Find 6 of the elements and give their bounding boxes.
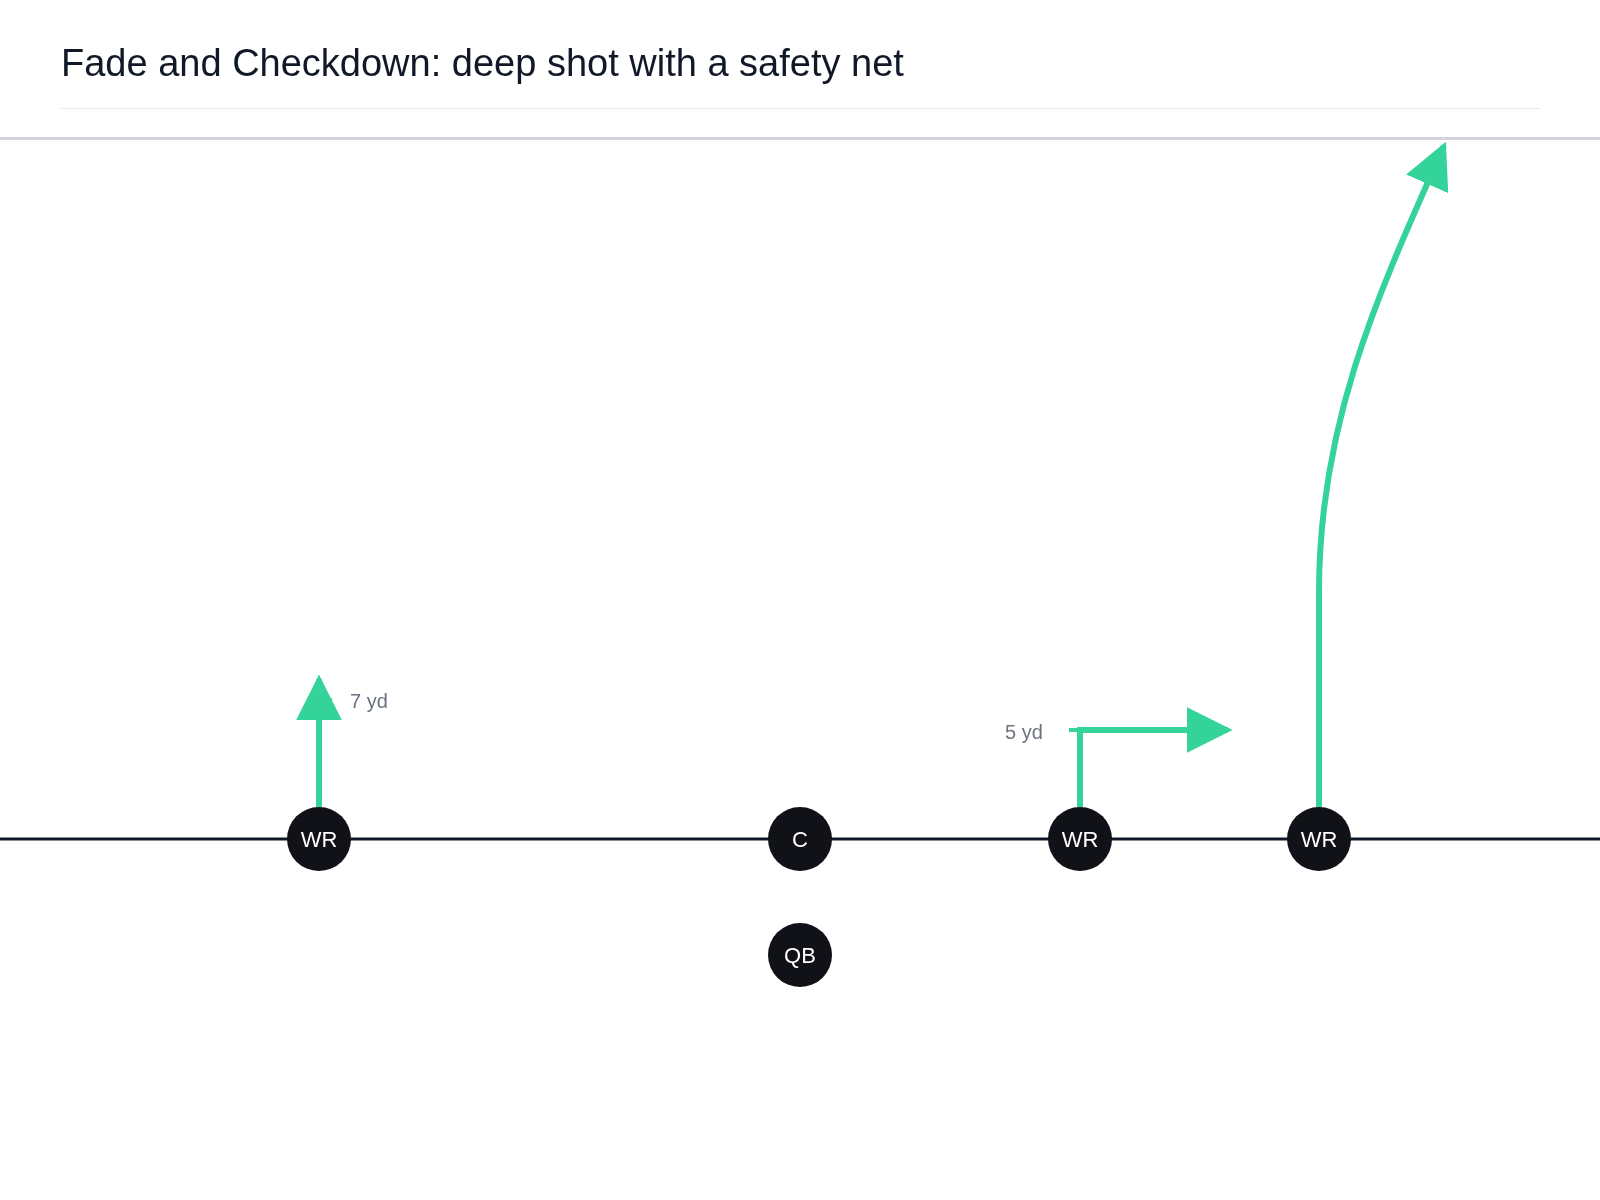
route-arrow bbox=[1077, 707, 1233, 807]
yardage-label: 5 yd bbox=[1005, 720, 1043, 745]
route-arrow bbox=[296, 674, 342, 807]
route-arrow bbox=[1316, 141, 1449, 807]
diagram-title: Fade and Checkdown: deep shot with a safety net bbox=[61, 41, 904, 86]
yardage-label: 7 yd bbox=[350, 689, 388, 714]
